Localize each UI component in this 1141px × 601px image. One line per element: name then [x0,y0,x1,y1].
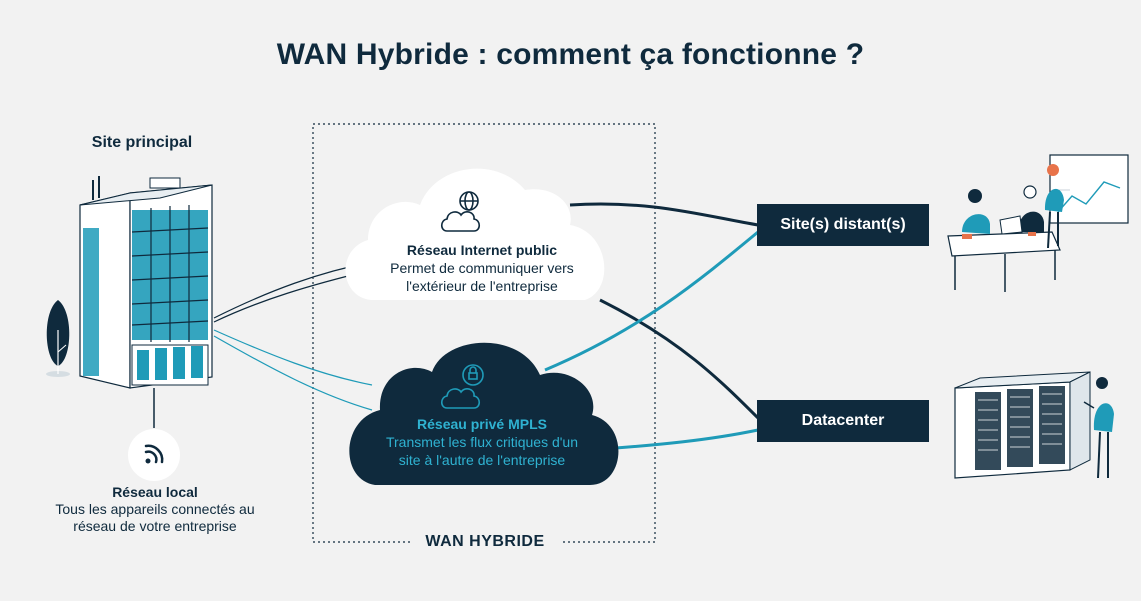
local-network-line2: réseau de votre entreprise [73,518,237,534]
line-mpls-to-remote [544,230,759,372]
internet-cloud-title: Réseau Internet public [406,242,558,258]
datacenter-box: Datacenter [757,400,929,442]
local-network-line1: Tous les appareils connectés au [55,501,255,517]
line-internet-to-datacenter [599,298,762,422]
main-site-building-illustration [46,176,213,389]
internet-cloud-line2: l'extérieur de l'entreprise [406,278,558,294]
line-site-to-mpls-1 [213,329,373,386]
internet-cloud-line1: Permet de communiquer vers [390,260,574,276]
mpls-cloud-line2: site à l'autre de l'entreprise [398,452,566,468]
remote-sites-box: Site(s) distant(s) [757,204,929,246]
local-network-title: Réseau local [112,484,198,500]
mpls-cloud-text: Réseau privé MPLS Transmet les flux crit… [352,415,612,469]
internet-cloud-text: Réseau Internet public Permet de communi… [362,241,602,295]
page-title: WAN Hybride : comment ça fonctionne ? [276,38,865,71]
line-internet-to-remote [569,202,759,227]
datacenter-servers-illustration [954,371,1114,479]
local-network-text: Réseau local Tous les appareils connecté… [30,484,280,535]
mpls-cloud [349,342,619,485]
lock-cloud-icon [440,364,484,409]
main-site-label: Site principal [91,134,193,151]
wifi-icon [128,429,180,481]
line-site-to-mpls-2 [213,335,373,411]
globe-cloud-icon [440,191,481,232]
office-team-illustration [947,154,1129,292]
internet-cloud [345,168,605,300]
mpls-cloud-line1: Transmet les flux critiques d'un [385,434,578,450]
mpls-cloud-title: Réseau privé MPLS [417,416,547,432]
wan-hybride-label: WAN HYBRIDE [410,533,560,551]
